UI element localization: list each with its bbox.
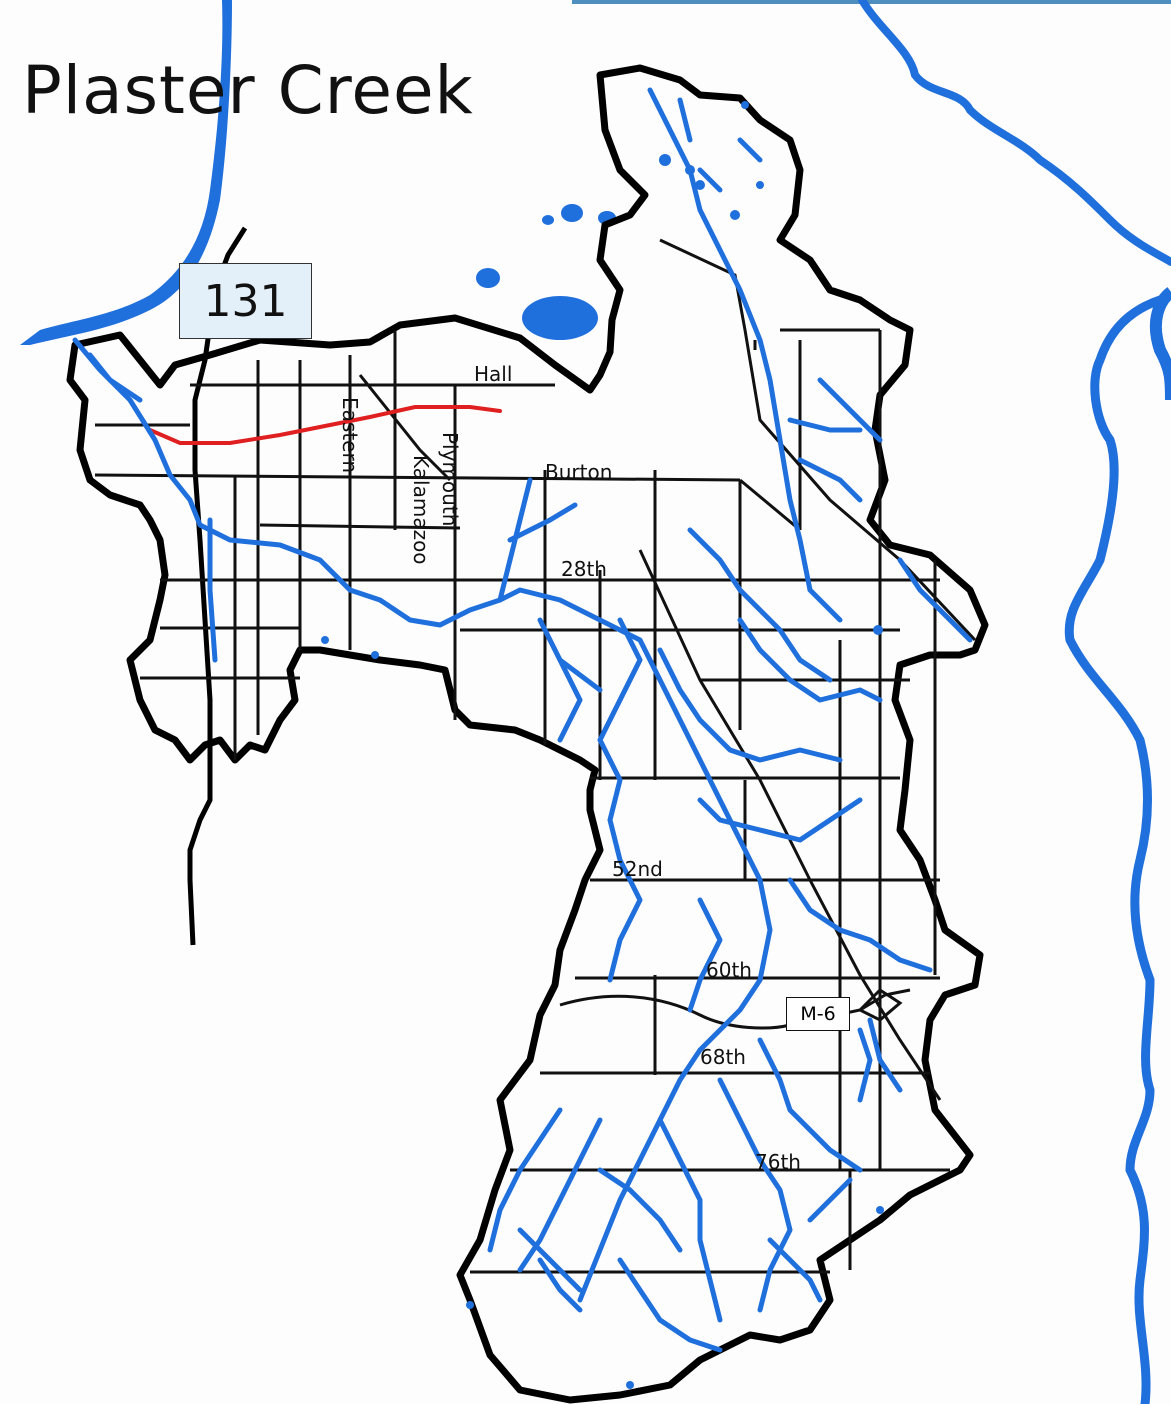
road-label-68th: 68th xyxy=(700,1045,746,1069)
road-label-kalamazoo: Kalamazoo xyxy=(409,455,433,565)
road-label-52nd: 52nd xyxy=(612,857,663,881)
road-label-burton: Burton xyxy=(545,460,613,484)
road-label-76th: 76th xyxy=(755,1150,801,1174)
highlighted-road xyxy=(148,405,502,445)
lake-small-1 xyxy=(476,268,500,288)
map-title: Plaster Creek xyxy=(22,52,474,129)
road-label-28th: 28th xyxy=(561,557,607,581)
m6-shield: M-6 xyxy=(786,997,850,1031)
river-right-3 xyxy=(1149,287,1171,401)
lake-small-4 xyxy=(542,215,554,225)
ponds xyxy=(321,101,884,1389)
road-label-eastern: Eastern xyxy=(338,397,362,474)
river-right-2 xyxy=(1064,295,1165,1404)
road-label-hall: Hall xyxy=(474,362,513,386)
road-grid xyxy=(94,238,977,1274)
reeds-lake xyxy=(522,296,598,340)
streams xyxy=(72,87,973,1353)
road-label-60th: 60th xyxy=(706,958,752,982)
road-label-plymouth: Plymouth xyxy=(438,432,462,527)
us131-shield: 131 xyxy=(179,263,312,339)
map-frame-edge xyxy=(572,0,1171,4)
watershed-boundary xyxy=(66,64,989,1404)
lake-small-2 xyxy=(561,204,583,222)
river-right xyxy=(858,0,1171,266)
